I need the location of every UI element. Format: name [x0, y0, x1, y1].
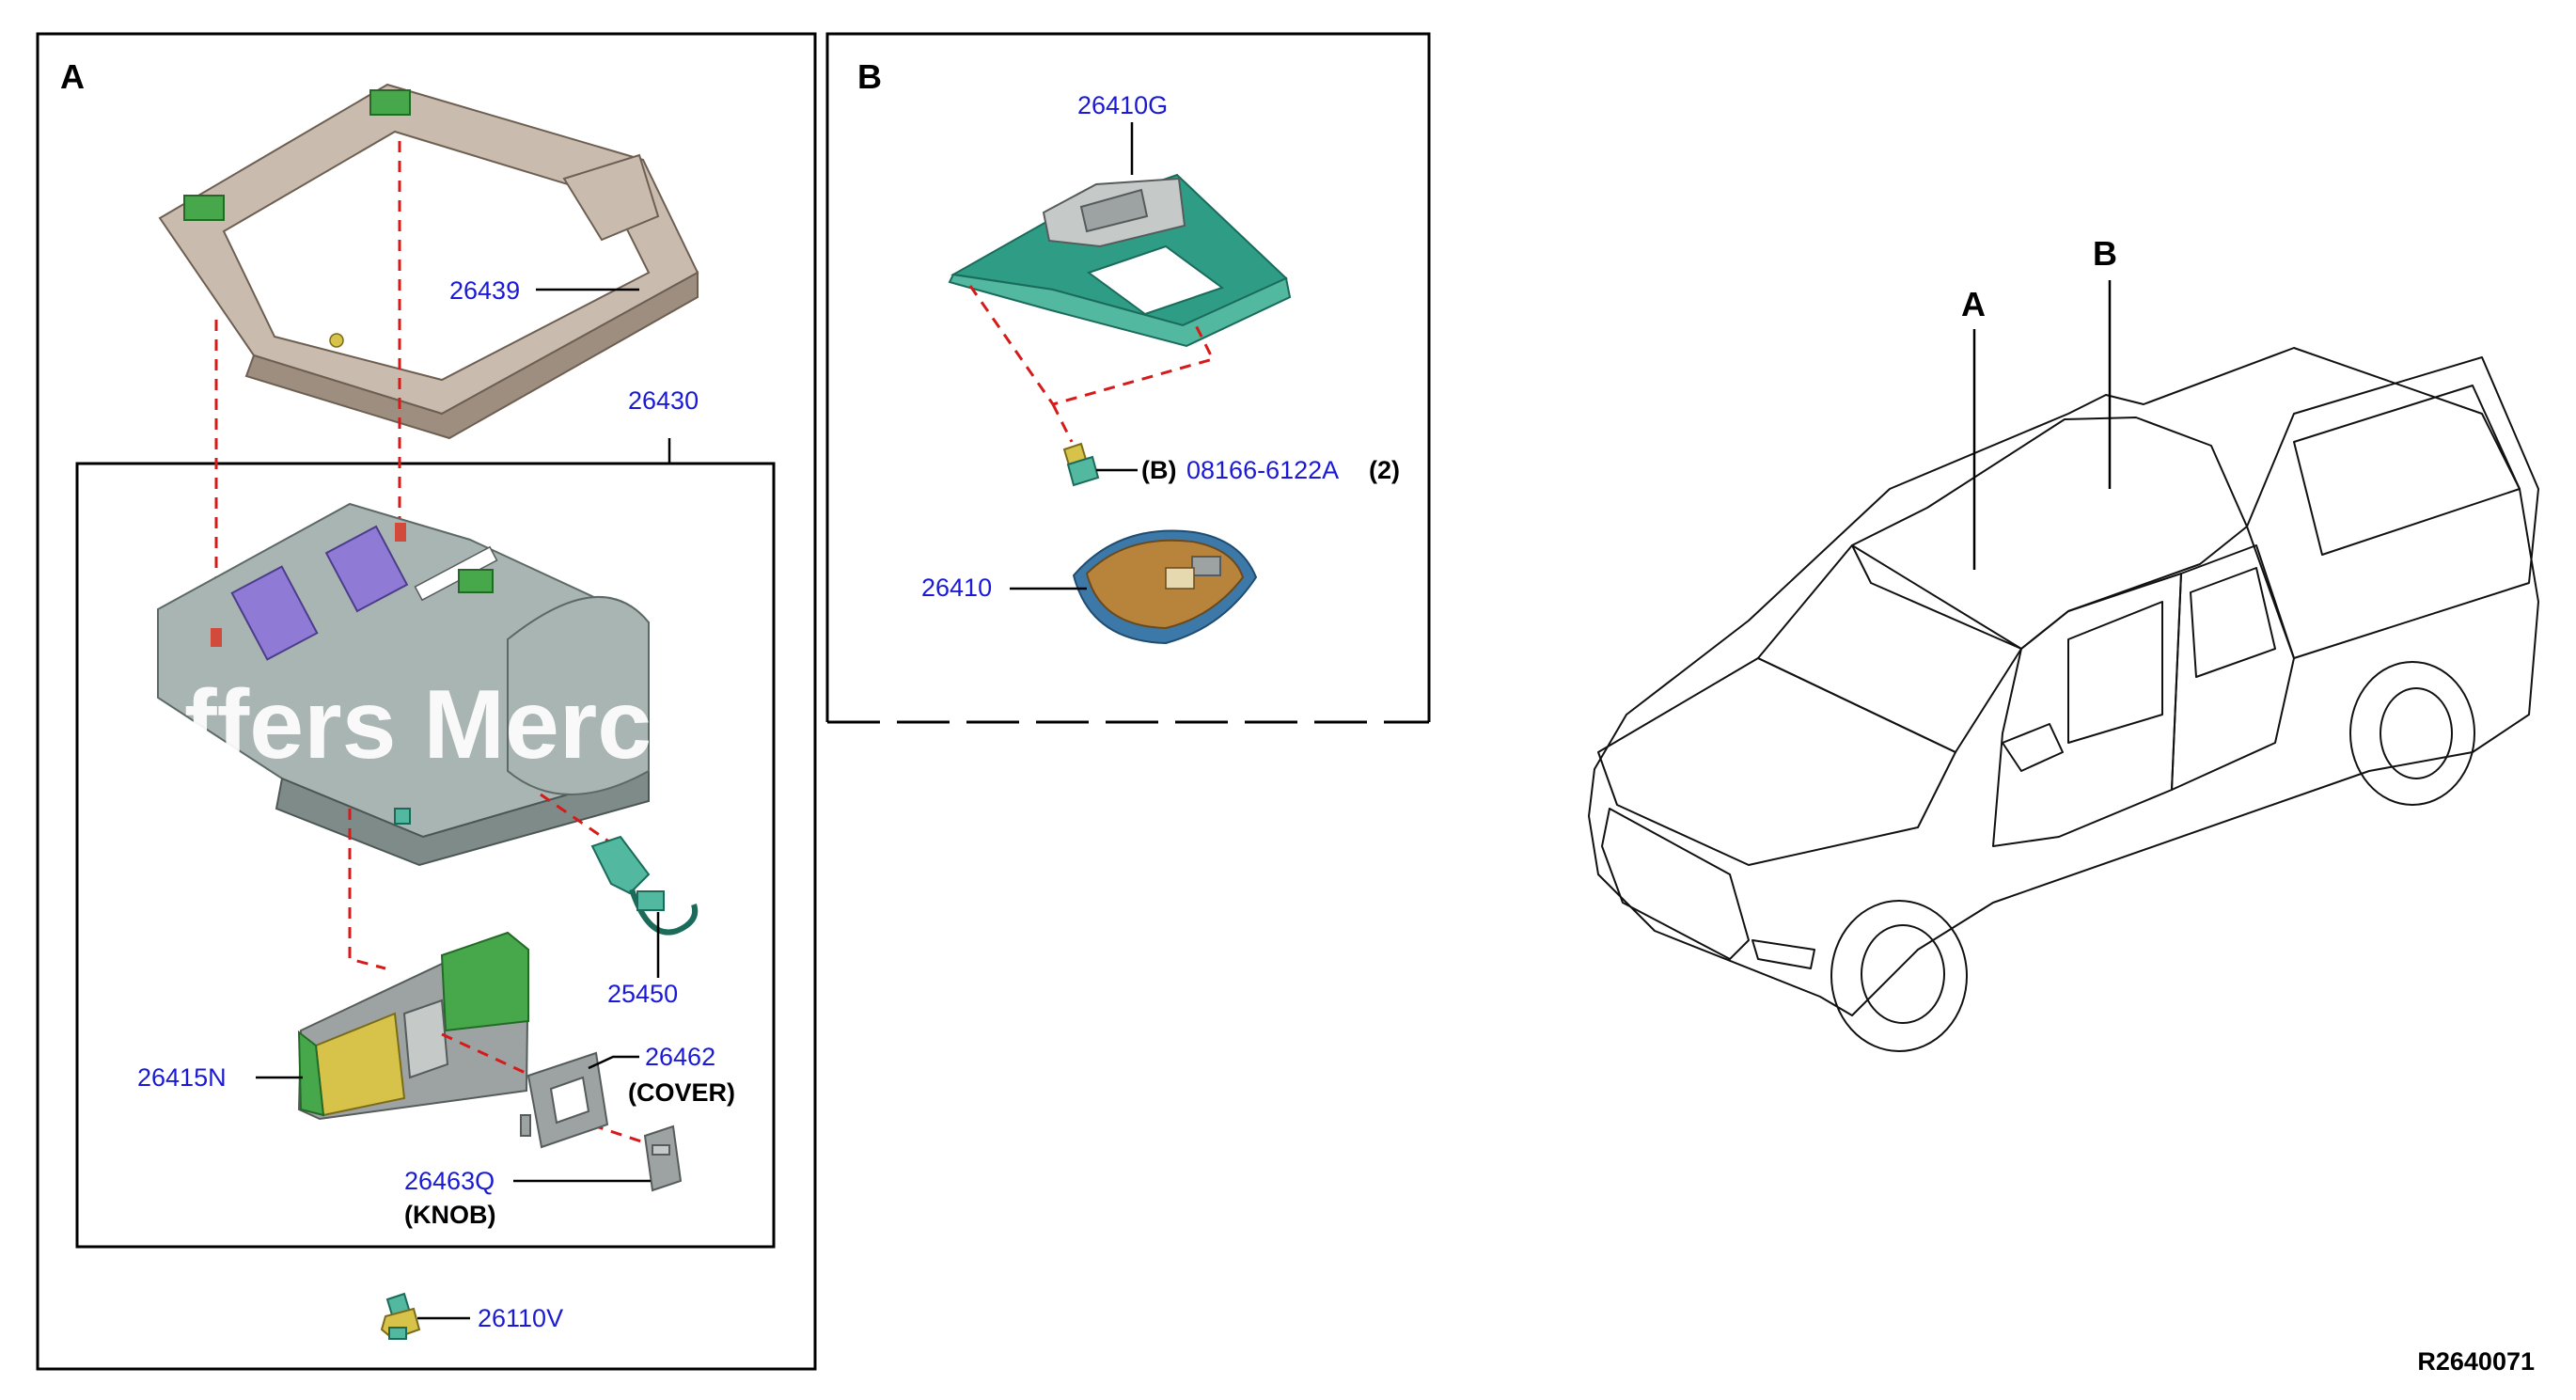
guide-line-cover — [441, 1032, 565, 1093]
part-26462-label: 26462 — [645, 1043, 715, 1071]
rear-door-window — [2190, 567, 2276, 678]
lens-26415N-illustration — [297, 931, 530, 1121]
front-wheel — [1830, 900, 1968, 1052]
front-wheel-hub — [1861, 924, 1945, 1024]
truck-body-outline — [1588, 347, 2539, 1016]
guide-line-bolt — [968, 285, 1216, 406]
assembly-26430-box — [75, 462, 776, 1249]
part-26439-label: 26439 — [449, 276, 520, 305]
cover-leader — [588, 1055, 639, 1070]
rear-wheel — [2349, 661, 2475, 806]
clip-26110V-illustration — [380, 1292, 421, 1341]
truck-roof — [1851, 417, 2248, 650]
headlight — [1751, 939, 1815, 969]
map-lamp-housing-illustration — [157, 502, 650, 867]
vehicle-label-b: B — [2093, 234, 2117, 273]
bolt-prefix: (B) — [1141, 456, 1176, 484]
guide-line-bolt-drop — [1051, 403, 1074, 443]
lamp-26410-illustration — [1072, 529, 1258, 645]
vehicle-label-a: A — [1961, 285, 1986, 323]
part-26410-label: 26410 — [921, 574, 992, 602]
part-08166-6122A-label: 08166-6122A — [1186, 456, 1339, 484]
guide-line-knob — [573, 1117, 659, 1149]
panel-a-letter: A — [60, 57, 85, 96]
part-25450-label: 25450 — [607, 980, 678, 1008]
guide-line-harness — [540, 793, 617, 848]
frame-26439-illustration — [158, 83, 699, 440]
guide-line-lens — [348, 809, 386, 970]
diagram-code: R2640071 — [2417, 1347, 2535, 1376]
cover-26462-illustration — [520, 1051, 609, 1149]
cover-note: (COVER) — [628, 1078, 735, 1107]
truck-grille — [1601, 808, 1750, 960]
knob-note: (KNOB) — [404, 1201, 495, 1229]
truck-bed-floor — [2293, 385, 2521, 556]
rear-wheel-hub — [2380, 687, 2453, 779]
part-26110V-label: 26110V — [478, 1304, 563, 1332]
panel-a: A 26430 26439 — [36, 32, 817, 1371]
front-door-window — [2067, 601, 2163, 744]
part-26430-label: 26430 — [628, 386, 699, 415]
vehicle-illustration: A B — [1588, 234, 2539, 1052]
watermark-text: ffers Merc — [184, 670, 652, 779]
bolt-qty: (2) — [1369, 456, 1400, 484]
panel-a-border — [36, 32, 817, 1371]
rear-door — [2171, 544, 2295, 791]
truck-hood — [1597, 657, 1956, 866]
panel-b: B 26410G (B) 08166-6122A (2) — [825, 32, 1431, 724]
knob-26463Q-illustration — [643, 1125, 683, 1192]
panel-b-letter: B — [857, 57, 882, 96]
front-door — [1992, 573, 2182, 847]
base-26410G-illustration — [948, 173, 1292, 348]
side-mirror — [2002, 723, 2064, 772]
part-26410G-label: 26410G — [1077, 91, 1168, 119]
bolt-08166-illustration — [1062, 442, 1100, 487]
part-26463Q-label: 26463Q — [404, 1167, 495, 1195]
part-26415N-label: 26415N — [137, 1063, 227, 1092]
truck-bed — [2246, 356, 2539, 659]
harness-25450-illustration — [590, 835, 699, 936]
panel-b-border — [825, 32, 1431, 722]
